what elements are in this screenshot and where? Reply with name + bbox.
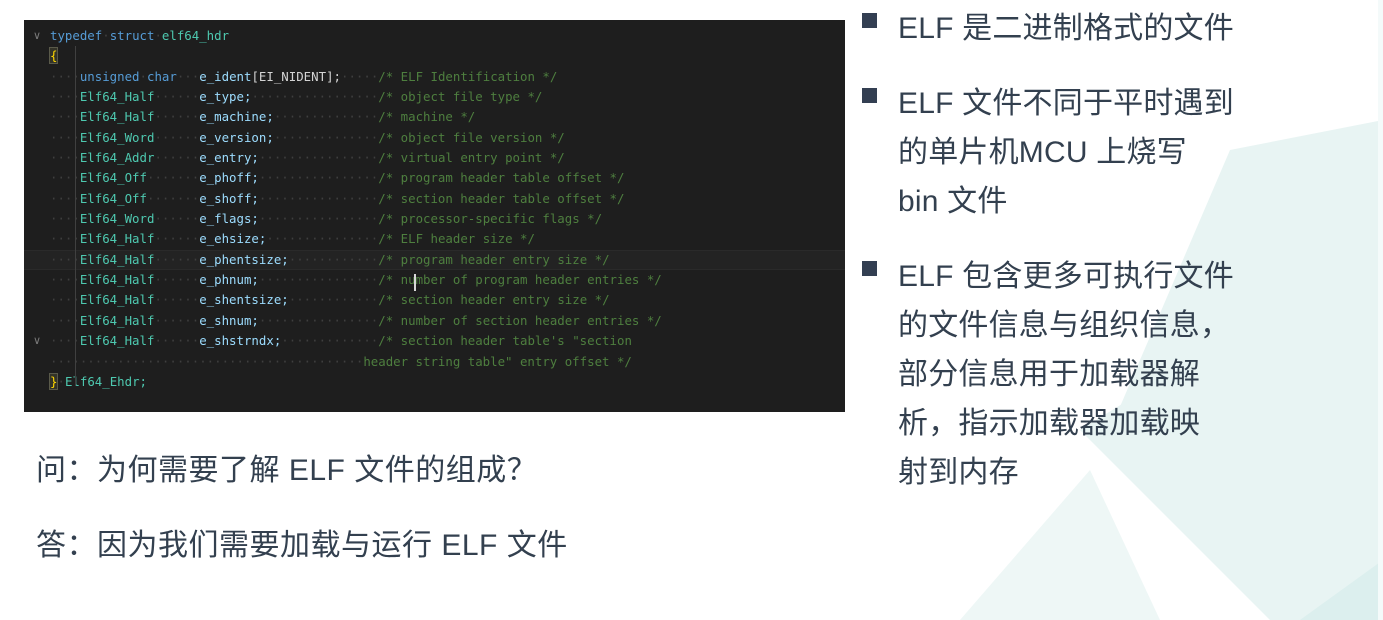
code-editor-block: ∨typedef·struct·elf64_hdr{ ····unsigned·c…: [24, 20, 845, 412]
indent-guide: [75, 46, 76, 386]
code-line: }·Elf64_Ehdr;: [48, 372, 147, 390]
code-line: ····Elf64_Half······e_ehsize;···········…: [50, 231, 535, 247]
code-line: ····Elf64_Half······e_type;·············…: [50, 89, 543, 105]
code-line: ····Elf64_Half······e_phnum;············…: [50, 272, 662, 288]
code-line: ∨typedef·struct·elf64_hdr: [24, 26, 845, 46]
code-line: {: [48, 47, 59, 65]
code-line: ····Elf64_Off·······e_phoff;············…: [50, 170, 625, 186]
code-line: ········································…: [50, 353, 632, 369]
square-bullet-icon: [862, 261, 877, 276]
text-caret: [414, 274, 416, 291]
qa-answer: 答：因为我们需要加载与运行 ELF 文件: [36, 528, 568, 562]
list-item: ELF 文件不同于平时遇到 的单片机MCU 上烧写 bin 文件: [862, 79, 1374, 226]
qa-question: 问：为何需要了解 ELF 文件的组成？: [36, 454, 538, 487]
bullet-text: ELF 文件不同于平时遇到 的单片机MCU 上烧写 bin 文件: [898, 87, 1234, 218]
code-line: ····Elf64_Word······e_flags;············…: [50, 211, 603, 227]
code-line: ····unsigned·char···e_ident[EI_NIDENT];·…: [50, 68, 558, 84]
code-line: ····Elf64_Addr······e_entry;············…: [50, 150, 565, 166]
fold-chevron-down-icon[interactable]: ∨: [32, 334, 42, 348]
code-line: ····Elf64_Half······e_shentsize;········…: [50, 292, 610, 308]
fold-chevron-down-icon[interactable]: ∨: [32, 29, 42, 42]
list-item: ELF 包含更多可执行文件 的文件信息与组织信息， 部分信息用于加载器解 析，指…: [862, 252, 1374, 497]
code-line: ····Elf64_Half······e_machine;··········…: [50, 109, 476, 125]
code-line: ····Elf64_Off·······e_shoff;············…: [50, 190, 625, 206]
bullet-list: ELF 是二进制格式的文件 ELF 文件不同于平时遇到 的单片机MCU 上烧写 …: [862, 4, 1374, 523]
bullet-text: ELF 包含更多可执行文件 的文件信息与组织信息， 部分信息用于加载器解 析，指…: [898, 260, 1234, 489]
square-bullet-icon: [862, 88, 877, 103]
code-line: ····Elf64_Word······e_version;··········…: [50, 129, 565, 145]
qa-block: 问：为何需要了解 ELF 文件的组成？ 答：因为我们需要加载与运行 ELF 文件: [36, 452, 826, 564]
code-line: ····Elf64_Half······e_phentsize;········…: [24, 249, 845, 271]
code-line: ····Elf64_Half······e_shnum;············…: [50, 312, 662, 328]
bullet-text: ELF 是二进制格式的文件: [898, 12, 1234, 45]
code-line: ∨····Elf64_Half······e_shstrndx;········…: [24, 331, 845, 351]
square-bullet-icon: [862, 13, 877, 28]
code-lines-container: ∨typedef·struct·elf64_hdr{ ····unsigned·c…: [24, 26, 845, 392]
list-item: ELF 是二进制格式的文件: [862, 4, 1374, 53]
